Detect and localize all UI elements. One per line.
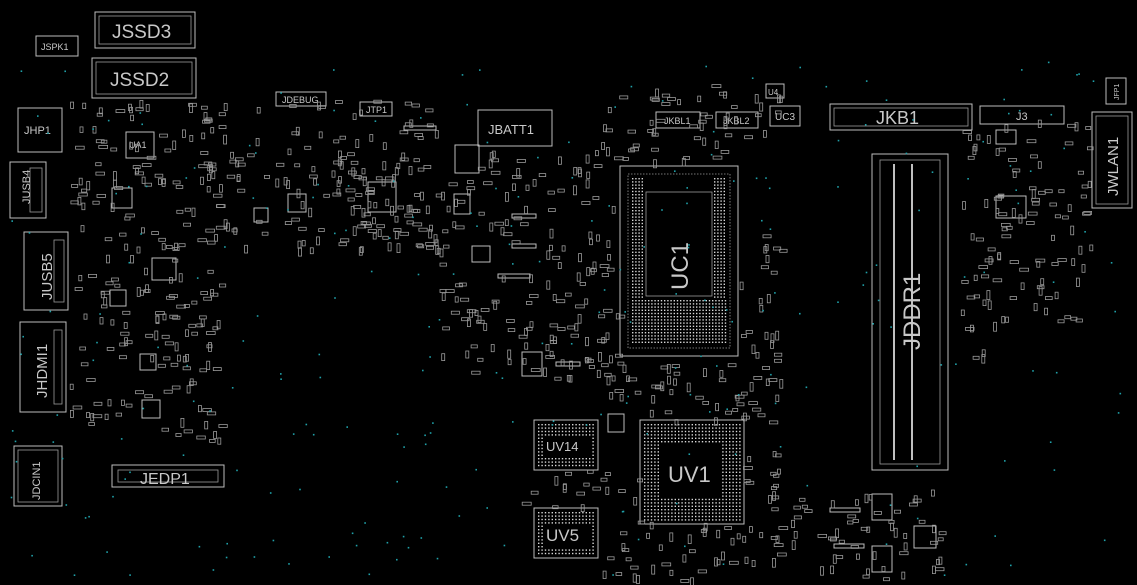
connector-jspk1[interactable]: JSPK1 — [35, 35, 79, 57]
chip-pu-misc-2[interactable] — [871, 493, 893, 521]
jspk1-label: JSPK1 — [41, 42, 69, 52]
jedp1-label: JEDP1 — [140, 471, 190, 488]
chip-u-misc-5[interactable] — [454, 144, 480, 174]
chip-u-misc-1[interactable] — [521, 351, 543, 377]
connector-jhdmi1[interactable]: JHDMI1 — [19, 321, 67, 413]
jssd2-label: JSSD2 — [110, 70, 169, 91]
jbatt1-label: JBATT1 — [488, 122, 534, 137]
uv5-label: UV5 — [546, 526, 579, 545]
jkbl1-label: JKBL1 — [664, 116, 691, 126]
connector-jkbl2[interactable]: JKBL2 — [715, 111, 759, 129]
connector-jusb5[interactable]: JUSB5 — [23, 231, 69, 311]
uc1-label: UC1 — [667, 242, 694, 290]
chip-u-left-2[interactable] — [109, 289, 127, 307]
connector-j3[interactable]: J3 — [979, 105, 1065, 125]
connector-jusb4[interactable]: JUSB4 — [9, 161, 47, 219]
jdebug-label: JDEBUG — [282, 95, 319, 105]
uv1-label: UV1 — [668, 462, 711, 487]
connector-jtp1[interactable]: JTP1 — [359, 101, 393, 117]
chip-pu900[interactable] — [995, 195, 1027, 219]
chip-u-left-3[interactable] — [139, 353, 157, 371]
connector-jhp1[interactable]: JHP1 — [17, 107, 63, 153]
chip-u-left-4[interactable] — [141, 399, 161, 419]
chip-uc1[interactable]: UC1 — [619, 165, 739, 357]
chip-uv5[interactable]: UV5 — [533, 507, 599, 559]
u4-label: U4 — [768, 88, 779, 97]
chip-ub8[interactable] — [111, 187, 133, 209]
chip-u-misc-4[interactable] — [913, 525, 937, 549]
jusb5-label: JUSB5 — [39, 253, 56, 300]
connector-jkbl1[interactable]: JKBL1 — [655, 111, 701, 129]
smd-passives — [69, 84, 1094, 585]
chip-pu-misc-3[interactable] — [871, 545, 893, 573]
chip-u-left-1[interactable] — [151, 257, 177, 281]
jhp1-label: JHP1 — [24, 125, 51, 137]
passive-bars — [403, 125, 865, 549]
chip-u-misc-7[interactable] — [471, 245, 491, 263]
chip-u-misc-8[interactable] — [607, 413, 625, 433]
connector-jdebug[interactable]: JDEBUG — [275, 91, 327, 107]
chip-u4[interactable]: U4 — [765, 83, 785, 99]
jwlan1-label: JWLAN1 — [1105, 137, 1122, 196]
jtp1-label: JTP1 — [366, 105, 387, 115]
jddr1-label: JDDR1 — [899, 273, 926, 350]
connector-jssd3[interactable]: JSSD3 — [94, 11, 196, 49]
connector-jddr1[interactable]: JDDR1 — [871, 153, 949, 471]
jusb4-label: JUSB4 — [21, 170, 33, 204]
connector-jbatt1[interactable]: JBATT1 — [477, 109, 553, 147]
jssd3-label: JSSD3 — [112, 22, 171, 43]
jkb1-label: JKB1 — [876, 108, 919, 128]
chip-uj2[interactable] — [995, 129, 1017, 145]
jfp1-label: JFP1 — [1114, 84, 1121, 100]
jdcin1-label: JDCIN1 — [31, 461, 43, 500]
vias — [10, 61, 1122, 576]
chip-u-mid-2[interactable] — [253, 207, 269, 223]
connector-jwlan1[interactable]: JWLAN1 — [1091, 111, 1133, 209]
connector-jdcin1[interactable]: JDCIN1 — [13, 445, 63, 507]
chip-uc3[interactable]: UC3 — [769, 105, 801, 127]
chip-ua1[interactable]: UA1 — [125, 131, 155, 159]
connector-jkb1[interactable]: JKB1 — [829, 103, 973, 131]
uc3-label: UC3 — [775, 112, 795, 123]
connector-jssd2[interactable]: JSSD2 — [91, 57, 197, 99]
jhdmi1-label: JHDMI1 — [34, 344, 51, 398]
j3-label: J3 — [1016, 111, 1028, 123]
jkbl2-label: JKBL2 — [723, 116, 750, 126]
connector-jedp1[interactable]: JEDP1 — [111, 464, 225, 488]
chip-uv14[interactable]: UV14 — [533, 419, 599, 471]
chip-u-misc-6[interactable] — [453, 193, 471, 215]
uv14-label: UV14 — [546, 439, 579, 454]
connector-jfp1[interactable]: JFP1 — [1105, 77, 1127, 105]
chip-uv1[interactable]: UV1 — [639, 419, 745, 525]
ua1-label: UA1 — [129, 140, 147, 150]
